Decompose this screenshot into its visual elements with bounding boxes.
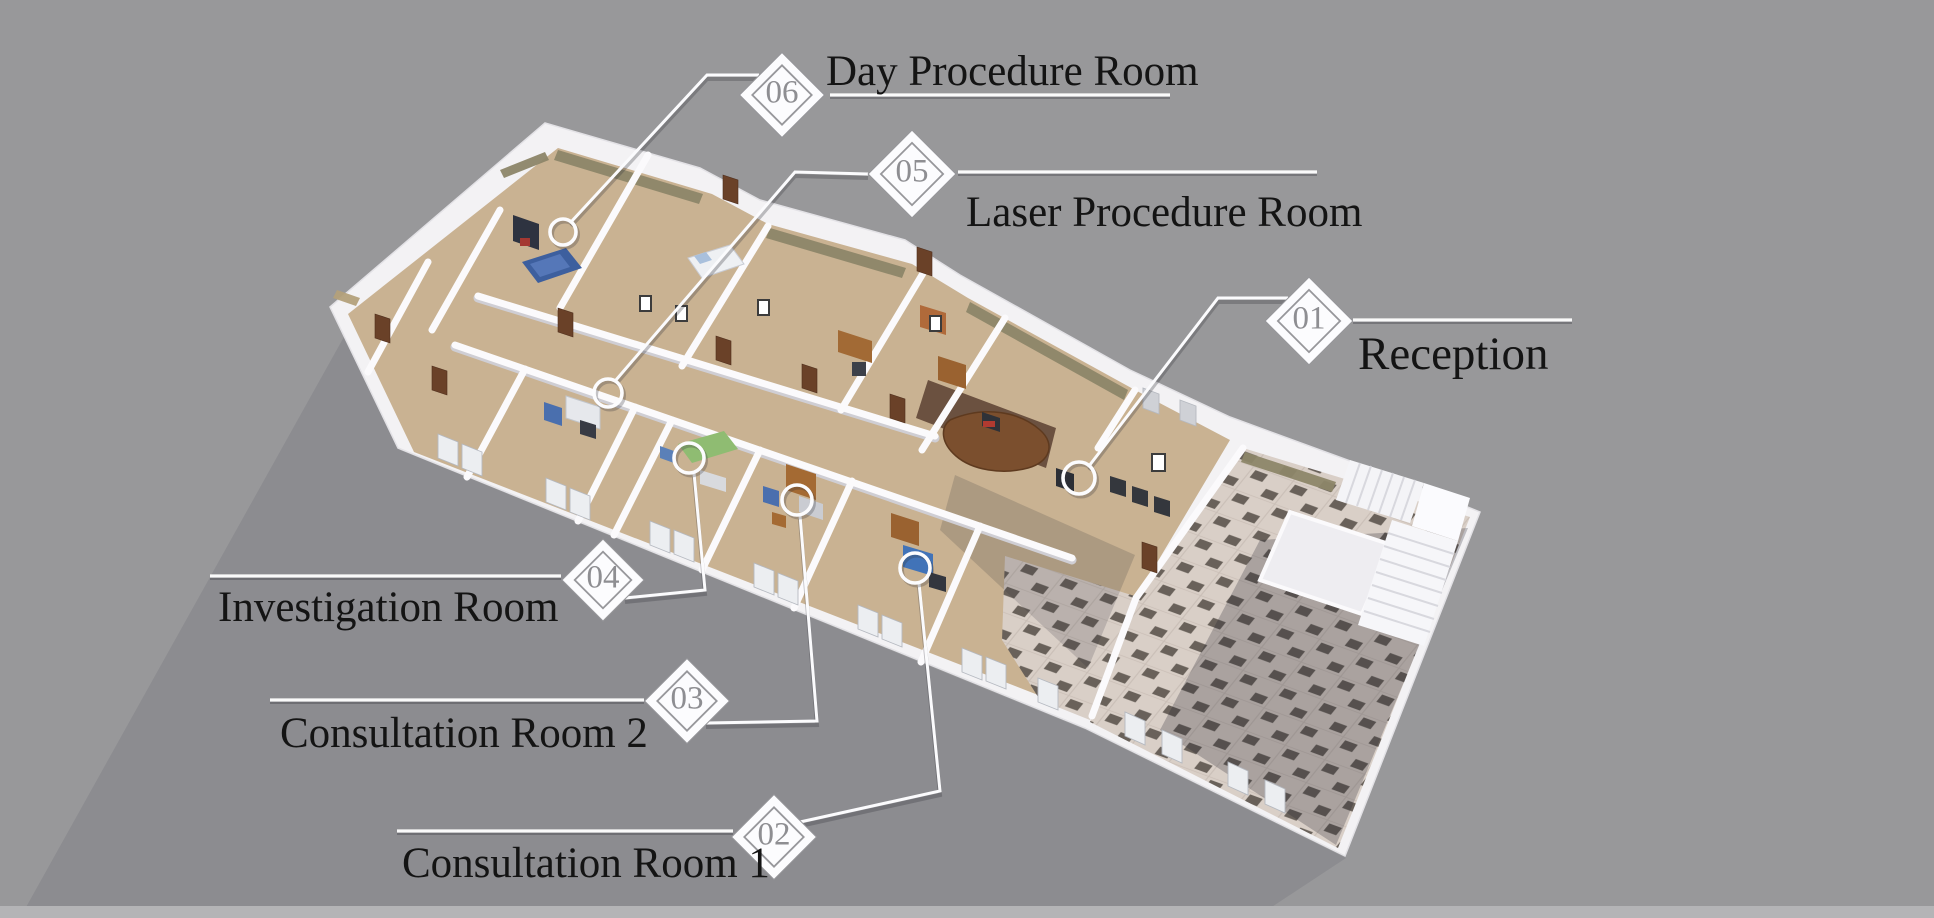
marker-02: 02: [730, 793, 818, 881]
marker-04: 04: [561, 538, 645, 622]
bottom-strip: [0, 906, 1934, 918]
stair-steps-lower: [1363, 532, 1455, 633]
equipment-cart: [513, 215, 539, 250]
wall-pictures: [639, 295, 1166, 472]
marker-02-number: 02: [758, 817, 791, 853]
marker-01-number: 01: [1293, 301, 1326, 337]
exam-bed-green: [678, 431, 738, 463]
doors: [374, 174, 1158, 574]
marker-05-number: 05: [896, 154, 929, 190]
wall-top-bands: [333, 150, 1336, 492]
callout-day-procedure-room: 06 Day Procedure Room: [548, 48, 1199, 250]
marker-01: 01: [1264, 276, 1354, 366]
stair-steps-upper: [1345, 462, 1416, 521]
office-chair: [1056, 468, 1074, 492]
anchor-circle-consultation-1: [898, 551, 932, 585]
marker-04-number: 04: [587, 560, 620, 596]
callout-consultation-room-2: 03 Consultation Room 2: [270, 483, 820, 757]
laser-unit: [565, 395, 601, 430]
cabinet-wood: [938, 356, 966, 389]
anchor-circle-investigation: [672, 441, 706, 475]
label-reception: Reception: [1358, 328, 1549, 380]
marker-05: 05: [867, 129, 957, 219]
ground-shadow: [20, 335, 1346, 918]
marker-03: 03: [643, 657, 731, 745]
label-consultation-1: Consultation Room 1: [402, 840, 770, 887]
facade-windows: [437, 387, 1286, 814]
callout-investigation-room: 04 Investigation Room: [210, 441, 708, 631]
callout-reception: 01 Reception: [1061, 276, 1572, 499]
anchor-circle-day-procedure: [548, 217, 578, 247]
marker-06: 06: [738, 51, 826, 139]
chair-blue: [544, 402, 562, 426]
anchor-circle-laser: [592, 377, 624, 409]
label-investigation: Investigation Room: [218, 584, 558, 631]
label-day-procedure: Day Procedure Room: [826, 48, 1199, 95]
callout-consultation-room-1: 02 Consultation Room 1: [397, 551, 943, 887]
desk-wood: [838, 330, 872, 363]
furniture: [513, 215, 1170, 592]
clinic-building: [329, 122, 1481, 858]
staircase: [1257, 460, 1470, 646]
callout-laser-procedure-room: 05 Laser Procedure Room: [592, 129, 1362, 412]
anchor-circle-reception: [1061, 460, 1097, 496]
marker-03-number: 03: [671, 681, 704, 717]
reception-desk: [942, 411, 1050, 472]
anchor-circle-consultation-2: [780, 483, 814, 517]
label-consultation-2: Consultation Room 2: [280, 710, 648, 757]
reception-shadow: [940, 475, 1135, 668]
marker-06-number: 06: [766, 75, 799, 111]
label-laser: Laser Procedure Room: [966, 189, 1362, 236]
